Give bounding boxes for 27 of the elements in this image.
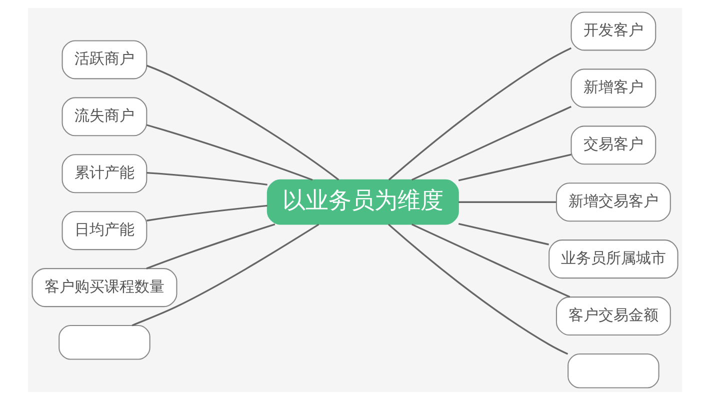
- node-box: 活跃商户: [62, 40, 148, 80]
- node-box: 日均产能: [62, 211, 148, 250]
- connector: [146, 224, 276, 270]
- node-box: 开发客户: [570, 12, 656, 51]
- connector: [388, 224, 568, 355]
- connector: [132, 224, 320, 326]
- node-box: 累计产能: [62, 154, 148, 194]
- connector: [412, 106, 572, 181]
- connector: [146, 204, 268, 222]
- node-box: 新增客户: [570, 68, 656, 108]
- connector: [146, 172, 268, 186]
- node-box: 以业务员为维度: [266, 179, 459, 225]
- node-box: 客户购买课程数量: [32, 268, 178, 308]
- node-box: [58, 325, 150, 360]
- node-box: 客户交易金额: [556, 296, 671, 336]
- connector: [146, 64, 340, 180]
- connector: [412, 224, 570, 298]
- node-box: 业务员所属城市: [548, 240, 678, 279]
- connector: [458, 201, 556, 203]
- node-box: [568, 353, 660, 388]
- connector: [146, 124, 313, 181]
- connector: [458, 154, 572, 182]
- connector: [388, 47, 572, 180]
- node-box: 流失商户: [62, 97, 148, 136]
- node-box: 交易客户: [570, 126, 656, 165]
- node-box: 新增交易客户: [556, 182, 671, 222]
- connector: [458, 222, 549, 246]
